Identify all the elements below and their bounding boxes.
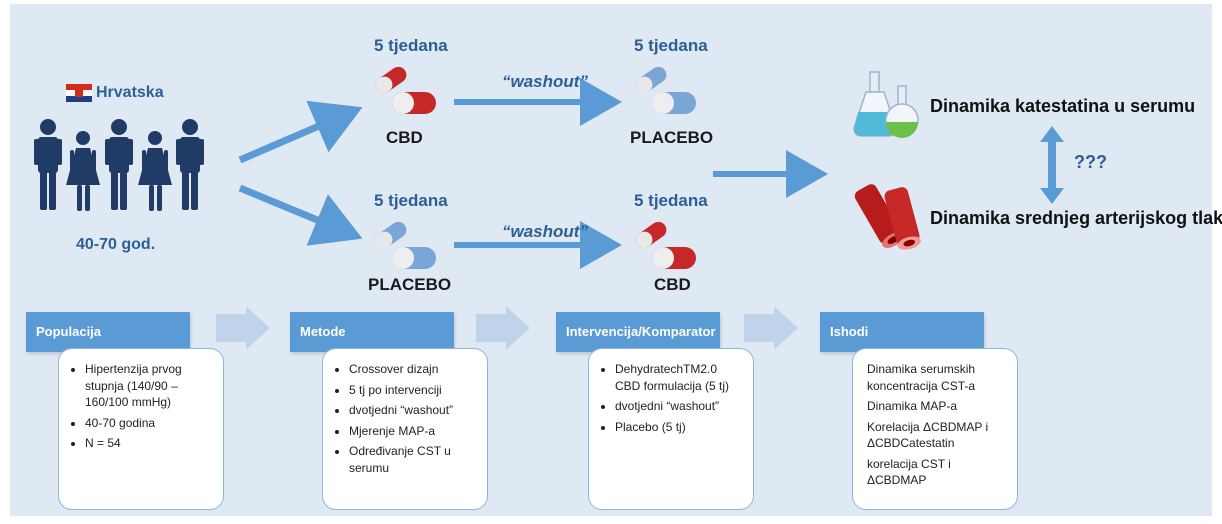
list-item: korelacija CST i ΔCBDMAP: [867, 456, 951, 488]
population-people-icon: [34, 119, 204, 211]
top-period2-weeks: 5 tjedana: [634, 36, 708, 55]
top-washout-label: “washout”: [502, 72, 588, 91]
cbd-pill-icon-2: [635, 221, 696, 269]
list-item: Mjerenje MAP-a: [349, 423, 477, 440]
intervencija-box: DehydratechTM2.0 CBD formulacija (5 tj) …: [588, 348, 754, 510]
ishodi-box: Dinamika serumskih koncentracija CST-a D…: [852, 348, 1018, 510]
outcome-map: Dinamika srednjeg arterijskog tlaka: [930, 208, 1222, 228]
list-item: dvotjedni “washout”: [615, 398, 743, 415]
list-item: Dinamika serumskih koncentracija CST-a: [867, 362, 976, 393]
flow-chevron-2: [476, 306, 530, 350]
correlation-double-arrow: [1040, 126, 1064, 204]
list-item: Određivanje CST u serumu: [349, 443, 477, 476]
list-item: 40-70 godina: [85, 415, 213, 432]
arrow-to-cbd-arm: [238, 100, 363, 164]
metode-box: Crossover dizajn 5 tj po intervenciji dv…: [322, 348, 488, 510]
populacija-box: Hipertenzija prvog stupnja (140/90 – 160…: [58, 348, 224, 510]
outcome-catestatin: Dinamika katestatina u serumu: [930, 96, 1196, 116]
bottom-period1-drug: PLACEBO: [368, 275, 452, 294]
bottom-period2-drug: CBD: [654, 275, 691, 294]
blood-vessels-icon: [854, 184, 921, 250]
list-item: 5 tj po intervenciji: [349, 382, 477, 399]
top-period1-drug: CBD: [386, 128, 423, 147]
top-period1-weeks: 5 tjedana: [374, 36, 448, 55]
placebo-pill-icon: [635, 66, 696, 114]
list-item: Hipertenzija prvog stupnja (140/90 – 160…: [85, 361, 213, 411]
placebo-pill-icon-2: [375, 221, 436, 269]
flow-chevron-1: [216, 306, 270, 350]
list-item: N = 54: [85, 435, 213, 452]
lab-flasks-icon: [853, 71, 919, 138]
bottom-period2-weeks: 5 tjedana: [634, 191, 708, 210]
metode-header: Metode: [290, 312, 454, 352]
flow-chevron-3: [744, 306, 798, 350]
list-item: Korelacija ΔCBDMAP i ΔCBDCatestatin: [867, 419, 989, 451]
list-item: Dinamika MAP-a: [867, 399, 958, 413]
ishodi-header: Ishodi: [820, 312, 984, 352]
list-item: Placebo (5 tj): [615, 419, 743, 436]
age-range-label: 40-70 god.: [76, 236, 156, 253]
intervencija-header: Intervencija/Komparator: [556, 312, 720, 352]
bottom-period1-weeks: 5 tjedana: [374, 191, 448, 210]
list-item: dvotjedni “washout”: [349, 402, 477, 419]
top-period2-drug: PLACEBO: [630, 128, 714, 147]
cbd-pill-icon: [375, 66, 436, 114]
croatia-flag-icon: [66, 84, 92, 102]
list-item: DehydratechTM2.0 CBD formulacija (5 tj): [615, 361, 743, 394]
arrow-to-placebo-arm: [238, 184, 363, 246]
correlation-question: ???: [1074, 152, 1107, 172]
populacija-header: Populacija: [26, 312, 190, 352]
list-item: Crossover dizajn: [349, 361, 477, 378]
country-label: Hrvatska: [96, 84, 164, 101]
bottom-washout-label: “washout”: [502, 222, 588, 241]
